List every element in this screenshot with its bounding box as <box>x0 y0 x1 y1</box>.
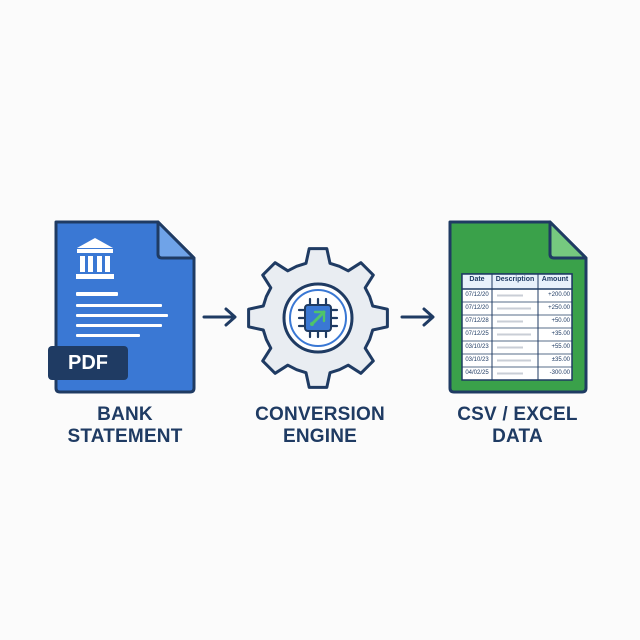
source-label-line1: BANK <box>97 404 153 425</box>
bank-icon <box>76 238 114 279</box>
pdf-badge-label: PDF <box>68 352 108 374</box>
table-cell-amount: +50.00 <box>551 318 570 324</box>
table-cell-date: 07/12/20 <box>465 292 489 298</box>
description-placeholder-bar <box>497 333 531 336</box>
arrow-right-icon <box>400 307 435 327</box>
source-label: BANK STATEMENT <box>50 404 200 448</box>
engine-label: CONVERSION ENGINE <box>235 404 405 448</box>
table-cell-date: 07/12/20 <box>465 305 489 311</box>
table-cell-date: 03/10/23 <box>465 344 489 350</box>
output-label: CSV / EXCEL DATA <box>435 404 600 448</box>
gear-icon <box>247 247 389 389</box>
table-header-description: Description <box>495 276 535 283</box>
description-placeholder-bar <box>497 307 531 310</box>
description-placeholder-bar <box>497 346 523 349</box>
description-placeholder-bar <box>497 372 523 375</box>
table-cell-date: 07/12/28 <box>465 318 489 324</box>
output-label-line1: CSV / EXCEL <box>457 404 578 425</box>
table-cell-date: 03/10/23 <box>465 357 489 363</box>
table-cell-amount: +200.00 <box>548 292 570 298</box>
description-placeholder-bar <box>497 359 531 362</box>
table-cell-date: 07/12/25 <box>465 331 489 337</box>
arrow-right-icon <box>202 307 237 327</box>
table-cell-date: 04/02/25 <box>465 370 489 376</box>
description-placeholder-bar <box>497 294 523 297</box>
engine-label-line1: CONVERSION <box>255 404 385 425</box>
output-label-line2: DATA <box>492 426 543 447</box>
table-cell-amount: +35.00 <box>551 331 570 337</box>
table-cell-amount: +55.00 <box>551 344 570 350</box>
table-header-date: Date <box>469 276 485 283</box>
engine-label-line2: ENGINE <box>282 426 358 447</box>
table-cell-amount: -300.00 <box>549 370 570 376</box>
description-placeholder-bar <box>497 320 523 323</box>
table-header-amount: Amount <box>541 276 569 283</box>
table-cell-amount: ±35.00 <box>551 357 570 363</box>
processor-chip-icon <box>297 297 339 339</box>
table-cell-amount: +250.00 <box>548 305 570 311</box>
source-label-line2: STATEMENT <box>67 426 183 447</box>
